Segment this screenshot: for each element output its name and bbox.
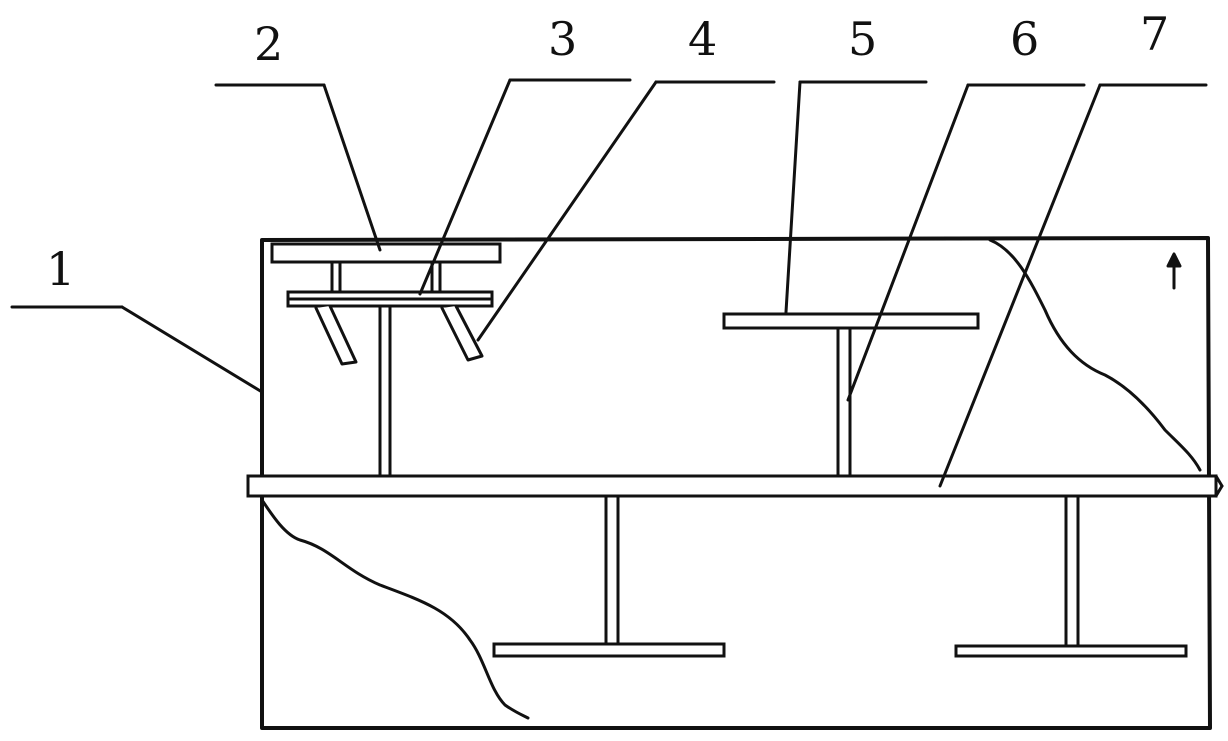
callout-6: 6: [1010, 12, 1039, 66]
callout-1: 1: [46, 242, 75, 296]
leader-lines: [10, 78, 1208, 488]
lower-paddle-left: [492, 494, 726, 658]
top-mounting-plate: [270, 242, 502, 264]
callout-2: 2: [254, 17, 283, 71]
housing-outline: [260, 236, 1212, 730]
material-boundary-lower: [260, 498, 530, 720]
rotor-disc: [286, 290, 494, 308]
callout-3: 3: [548, 12, 577, 66]
main-shaft: [246, 474, 1224, 498]
angled-blades: [314, 304, 484, 366]
material-boundary-upper: [988, 238, 1202, 472]
upper-paddle-plate: [722, 312, 980, 330]
callout-5: 5: [848, 12, 877, 66]
rotor-support-rod: [378, 304, 392, 478]
flow-arrow-icon: [1166, 252, 1182, 290]
lower-paddle-right: [954, 494, 1188, 658]
callout-4: 4: [688, 12, 717, 66]
callout-7: 7: [1140, 7, 1169, 61]
upper-paddle-arm: [836, 326, 852, 478]
